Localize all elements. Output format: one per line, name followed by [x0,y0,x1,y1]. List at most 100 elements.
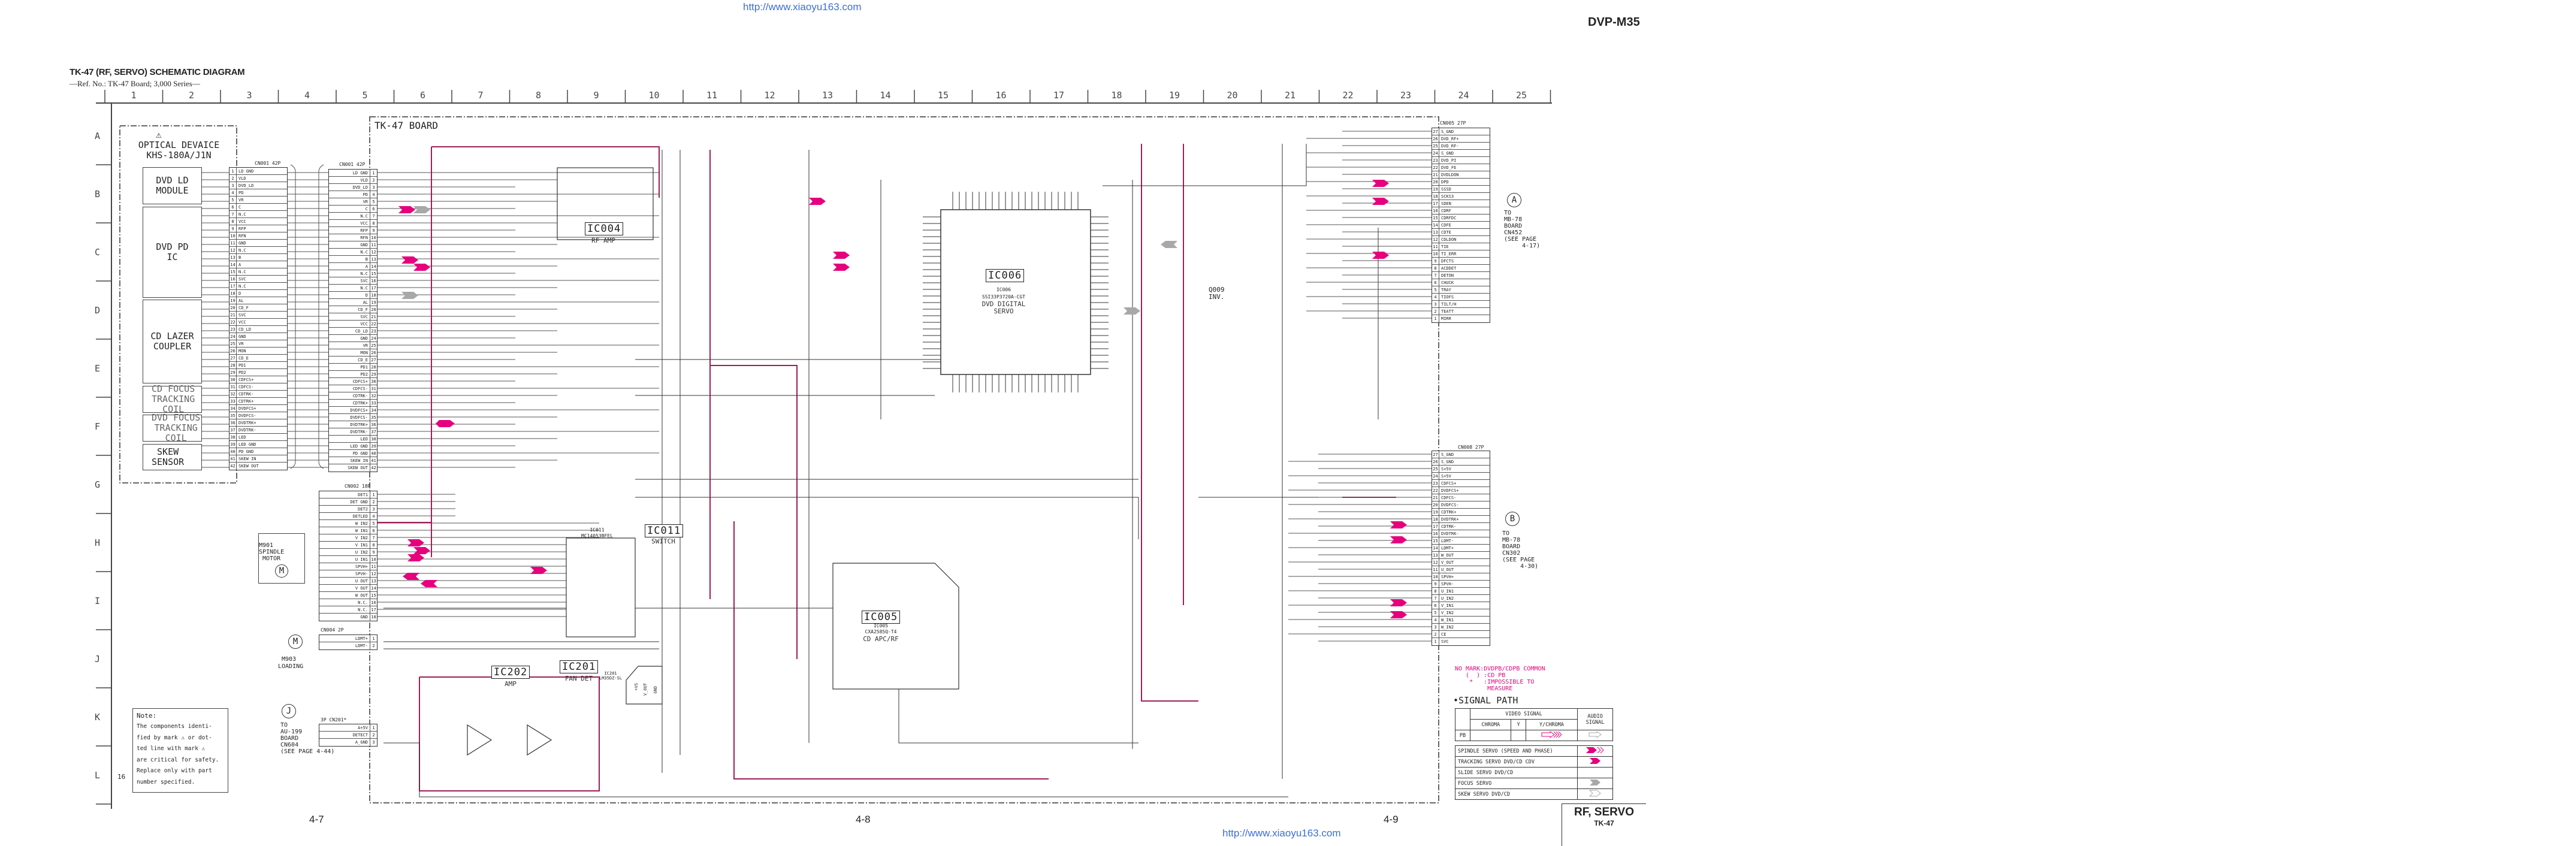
pin-label: LDMT+ [355,636,368,641]
pin-number: 41 [370,457,377,464]
pin-label: AL [238,298,244,303]
pin-number: 40 [370,450,377,457]
cn005-title: CN005 27P [1440,120,1466,126]
pin-label: AL [363,300,368,305]
pin-label: LDMT+ [1441,546,1454,551]
pin-number: 35 [370,414,377,421]
focus-servo-label: FOCUS SERVO [1455,778,1578,789]
pin-label: RFP [360,228,368,233]
pin-number: 11 [1432,243,1439,250]
pin-label: DVDFCS+ [1441,488,1459,493]
ic005-label: IC005 [862,611,901,624]
pin-number: 20 [229,304,237,311]
pin-number: 33 [229,398,237,404]
pin-number: 20 [1432,179,1439,185]
pin-label: TEATT [1441,309,1454,314]
pin-label: RFN [238,234,246,238]
pin-label: CDFCS+ [352,379,368,384]
pin-label: V OUT [355,586,368,591]
pin-number: 15 [370,592,377,599]
pin-number: 26 [229,348,237,354]
pin-number: 23 [1432,480,1439,487]
pin-number: 22 [229,319,237,325]
pin-label: TRAY [1441,288,1451,292]
pin-number: 7 [1432,595,1439,602]
pin-number: 8 [1432,588,1439,594]
source-url-top[interactable]: http://www.xiaoyu163.com [743,1,862,13]
pin-number: 6 [370,527,377,534]
pin-number: 20 [370,306,377,313]
ic005-function: CD APC/RF [863,635,899,643]
pin-label: MON [238,349,246,353]
pin-label: N.C [360,250,368,255]
pin-label: S_GND [1441,460,1454,464]
q009-label: Q009 INV. [1209,286,1225,301]
pin-number: 2 [370,177,377,183]
pin-label: RFN [360,235,368,240]
loading-motor-ref: M903 [282,656,297,663]
pin-label: MON [360,351,368,355]
pin-number: 5 [370,520,377,527]
pin-number: 21 [1432,494,1439,501]
pin-number: 24 [370,335,377,342]
pin-number: 12 [1432,236,1439,243]
pin-label: TILT/H [1441,302,1457,307]
pin-label: GND [360,615,368,620]
pin-label: DVDFCS+ [350,408,368,413]
safety-note: Note: The components identi-fied by mark… [132,708,228,793]
pin-number: 3 [229,182,237,189]
grid-column-5: 5 [362,90,368,101]
pin-number: 2 [370,642,377,649]
pin-number: 35 [229,412,237,419]
pin-label: CDTRK+ [1441,510,1457,515]
pin-label: GND [360,243,368,247]
pin-number: 10 [370,234,377,241]
pin-number: 6 [1432,602,1439,609]
pin-label: U IN1 [355,557,368,562]
pin-label: SKEW OUT [238,464,259,469]
grid-column-4: 4 [304,90,310,101]
pin-number: 42 [370,464,377,472]
pin-label: CDLDON [1441,237,1457,242]
source-url-bottom[interactable]: http://www.xiaoyu163.com [1222,827,1341,839]
pin-number: 18 [370,292,377,298]
pin-label: CD_F [238,306,249,310]
spindle-arrow-icon [1577,745,1613,757]
pin-number: 34 [229,405,237,412]
pin-number: 13 [370,578,377,584]
pin-number: 15 [229,268,237,275]
pin-label: A+5V [358,726,368,730]
pin-number: 23 [1432,157,1439,164]
pin-label: DVDFCS- [238,413,256,418]
pin-number: 1 [1432,315,1439,322]
grid-column-13: 13 [822,90,833,101]
pin-label: DVDFCS- [350,415,368,420]
dvd-ld-module-block: DVD LD MODULE [143,167,202,204]
spindle-motor-name: SPINDLE MOTOR [259,548,285,562]
pb-video-arrow-icon [1525,730,1578,741]
pin-number: 4 [1432,617,1439,623]
